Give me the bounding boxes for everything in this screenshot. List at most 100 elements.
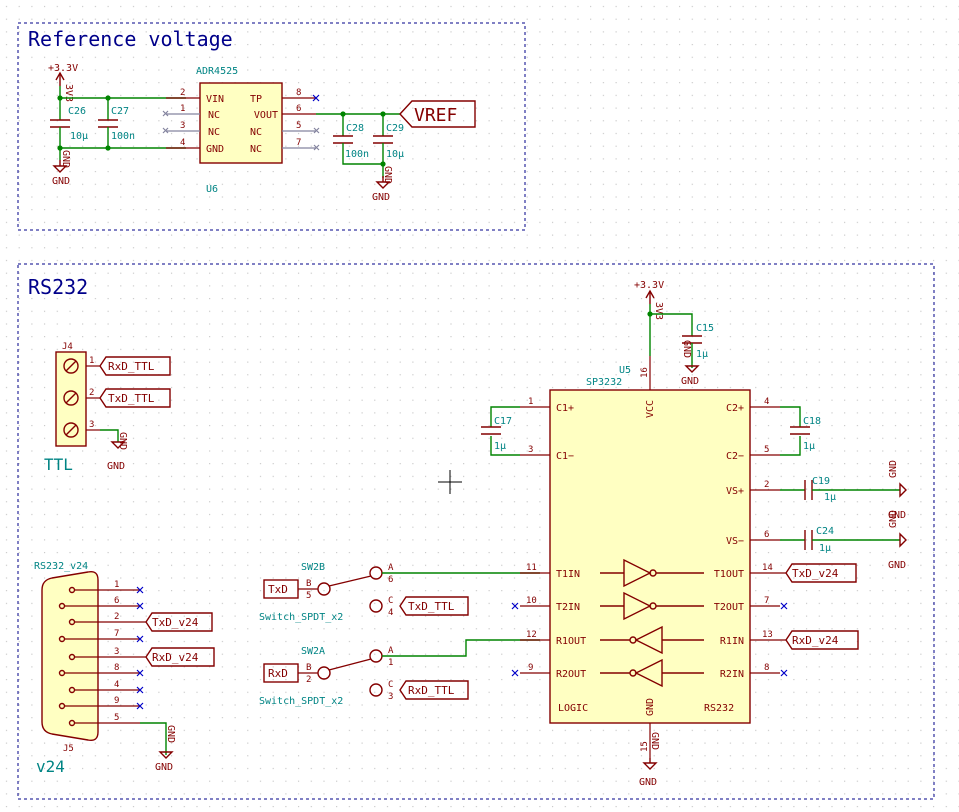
svg-text:100n: 100n — [345, 149, 369, 160]
svg-text:C19: C19 — [812, 476, 830, 487]
u6-adr4525[interactable]: ADR4525 U6 — [196, 66, 283, 195]
svg-text:TP: TP — [250, 94, 262, 105]
reference-voltage-frame — [17, 22, 526, 231]
svg-text:VOUT: VOUT — [254, 110, 278, 121]
svg-text:4: 4 — [388, 608, 393, 618]
svg-text:ADR4525: ADR4525 — [196, 66, 238, 77]
rs232-title: RS232 — [28, 275, 88, 299]
svg-text:16: 16 — [640, 367, 650, 378]
power-3v3-u5[interactable]: +3.3V 3V3 — [634, 280, 664, 320]
svg-text:T2IN: T2IN — [556, 602, 580, 613]
svg-text:4: 4 — [764, 397, 769, 407]
svg-text:6: 6 — [764, 530, 769, 540]
svg-text:3: 3 — [180, 121, 185, 131]
txd-v24-label-j5[interactable]: TxD_v24 — [145, 612, 213, 632]
svg-text:VIN: VIN — [206, 94, 224, 105]
svg-text:GND: GND — [155, 762, 173, 773]
svg-text:6: 6 — [114, 596, 119, 606]
svg-text:1: 1 — [180, 104, 185, 114]
svg-text:TxD: TxD — [268, 583, 288, 596]
svg-text:J4: J4 — [62, 342, 73, 352]
gnd-symbol-c24[interactable]: GND GND — [888, 510, 907, 571]
svg-text:1µ: 1µ — [696, 349, 708, 360]
rxd-v24-label-j5[interactable]: RxD_v24 — [145, 647, 215, 667]
gnd-symbol-u5[interactable]: GND GND — [639, 732, 660, 788]
txd-v24-label-u5[interactable]: TxD_v24 — [785, 563, 857, 583]
svg-text:3: 3 — [89, 420, 94, 430]
svg-text:GND: GND — [107, 461, 125, 472]
gnd-symbol-ref-right[interactable]: GND GND — [372, 166, 393, 203]
svg-text:1: 1 — [388, 658, 393, 668]
gnd-symbol-j4[interactable]: GND GND — [107, 432, 128, 472]
svg-text:U5: U5 — [619, 365, 631, 376]
svg-text:C1−: C1− — [556, 451, 574, 462]
svg-text:C29: C29 — [386, 123, 404, 134]
c17-capacitor[interactable]: C17 1µ — [481, 416, 512, 452]
j4-ttl-connector[interactable]: J4 TTL — [44, 342, 87, 474]
svg-text:GND: GND — [60, 150, 71, 168]
rs232-frame — [17, 263, 935, 800]
svg-text:+3.3V: +3.3V — [48, 63, 78, 74]
svg-text:3: 3 — [528, 445, 533, 455]
svg-text:1: 1 — [528, 397, 533, 407]
svg-text:2: 2 — [180, 88, 185, 98]
svg-text:100n: 100n — [111, 131, 135, 142]
power-3v3-top[interactable]: +3.3V 3V3 — [48, 63, 78, 102]
svg-text:GND: GND — [639, 777, 657, 788]
gnd-symbol-c15[interactable]: GND GND — [681, 340, 700, 387]
svg-text:7: 7 — [296, 138, 301, 148]
svg-text:Switch_SPDT_x2: Switch_SPDT_x2 — [259, 612, 343, 623]
svg-text:C18: C18 — [803, 416, 821, 427]
svg-text:GND: GND — [649, 732, 660, 750]
svg-text:C1+: C1+ — [556, 403, 574, 414]
svg-text:9: 9 — [528, 663, 533, 673]
txd-ttl-label-sw2b[interactable]: TxD_TTL — [399, 596, 469, 616]
rxd-ttl-label-sw2a[interactable]: RxD_TTL — [399, 680, 469, 700]
svg-text:RxD_v24: RxD_v24 — [792, 634, 839, 647]
svg-text:GND: GND — [117, 432, 128, 450]
crosshair-cursor-icon — [438, 470, 462, 494]
svg-text:C28: C28 — [346, 123, 364, 134]
svg-text:GND: GND — [206, 144, 224, 155]
svg-text:10µ: 10µ — [70, 131, 88, 142]
svg-text:TxD_TTL: TxD_TTL — [408, 600, 455, 613]
sw2a-switch[interactable]: SW2A Switch_SPDT_x2 B 2 A 1 C 3 — [259, 646, 394, 707]
sw2b-switch[interactable]: SW2B Switch_SPDT_x2 B 5 A 6 C 4 — [259, 562, 394, 623]
svg-text:R2OUT: R2OUT — [556, 669, 586, 680]
svg-text:SP3232: SP3232 — [586, 377, 622, 388]
svg-text:A: A — [388, 563, 394, 573]
svg-text:GND: GND — [888, 560, 906, 571]
svg-text:VS+: VS+ — [726, 486, 744, 497]
svg-text:RS232_v24: RS232_v24 — [34, 561, 88, 572]
txd-ttl-label-j4[interactable]: TxD_TTL — [99, 388, 171, 408]
c18-capacitor[interactable]: C18 1µ — [790, 416, 821, 452]
svg-text:3: 3 — [388, 692, 393, 702]
svg-text:T1IN: T1IN — [556, 569, 580, 580]
svg-text:NC: NC — [250, 127, 262, 138]
svg-text:8: 8 — [114, 663, 119, 673]
svg-text:2: 2 — [306, 675, 311, 685]
gnd-symbol-ref-left[interactable]: GND GND — [52, 150, 71, 187]
svg-text:NC: NC — [250, 144, 262, 155]
svg-text:1µ: 1µ — [824, 492, 836, 503]
svg-text:15: 15 — [640, 741, 650, 752]
gnd-symbol-j5[interactable]: GND GND — [155, 725, 176, 773]
svg-text:RxD_TTL: RxD_TTL — [408, 684, 455, 697]
vref-global-label[interactable]: VREF — [399, 100, 476, 128]
svg-text:RxD_TTL: RxD_TTL — [108, 360, 155, 373]
rxd-v24-label-u5[interactable]: RxD_v24 — [785, 630, 859, 650]
svg-text:GND: GND — [52, 176, 70, 187]
rxd-ttl-label-j4[interactable]: RxD_TTL — [99, 356, 171, 376]
svg-text:B: B — [306, 663, 311, 673]
gnd-symbol-c19[interactable]: GND GND — [888, 460, 907, 521]
svg-text:13: 13 — [762, 630, 773, 640]
svg-text:GND: GND — [888, 510, 899, 528]
svg-text:C17: C17 — [494, 416, 512, 427]
svg-text:A: A — [388, 646, 394, 656]
svg-text:Switch_SPDT_x2: Switch_SPDT_x2 — [259, 696, 343, 707]
svg-text:4: 4 — [180, 138, 185, 148]
svg-text:TxD_v24: TxD_v24 — [152, 616, 199, 629]
svg-text:5: 5 — [764, 445, 769, 455]
svg-text:NC: NC — [208, 127, 220, 138]
